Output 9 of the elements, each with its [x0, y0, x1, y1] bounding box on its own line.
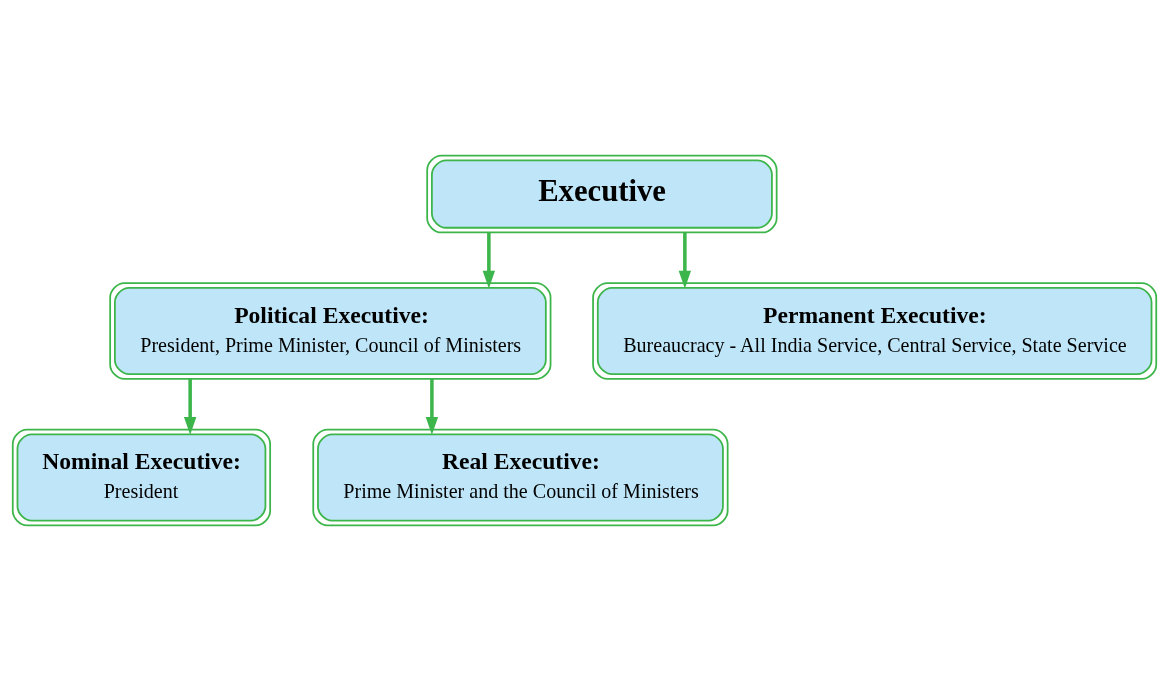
- arrow: [678, 232, 692, 289]
- arrow: [425, 379, 439, 435]
- arrow: [482, 232, 496, 289]
- node-box: Permanent Executive: Bureaucracy - All India Service, Central Service, State Service: [592, 282, 1158, 380]
- node-box: Nominal Executive: President: [11, 428, 272, 527]
- arrow: [183, 379, 197, 435]
- node-box: Executive: [426, 154, 778, 234]
- node-box: Political Executive: President, Prime Minister, Council of Ministers: [109, 282, 552, 380]
- node-box: Real Executive: Prime Minister and the Council of Ministers: [312, 428, 729, 527]
